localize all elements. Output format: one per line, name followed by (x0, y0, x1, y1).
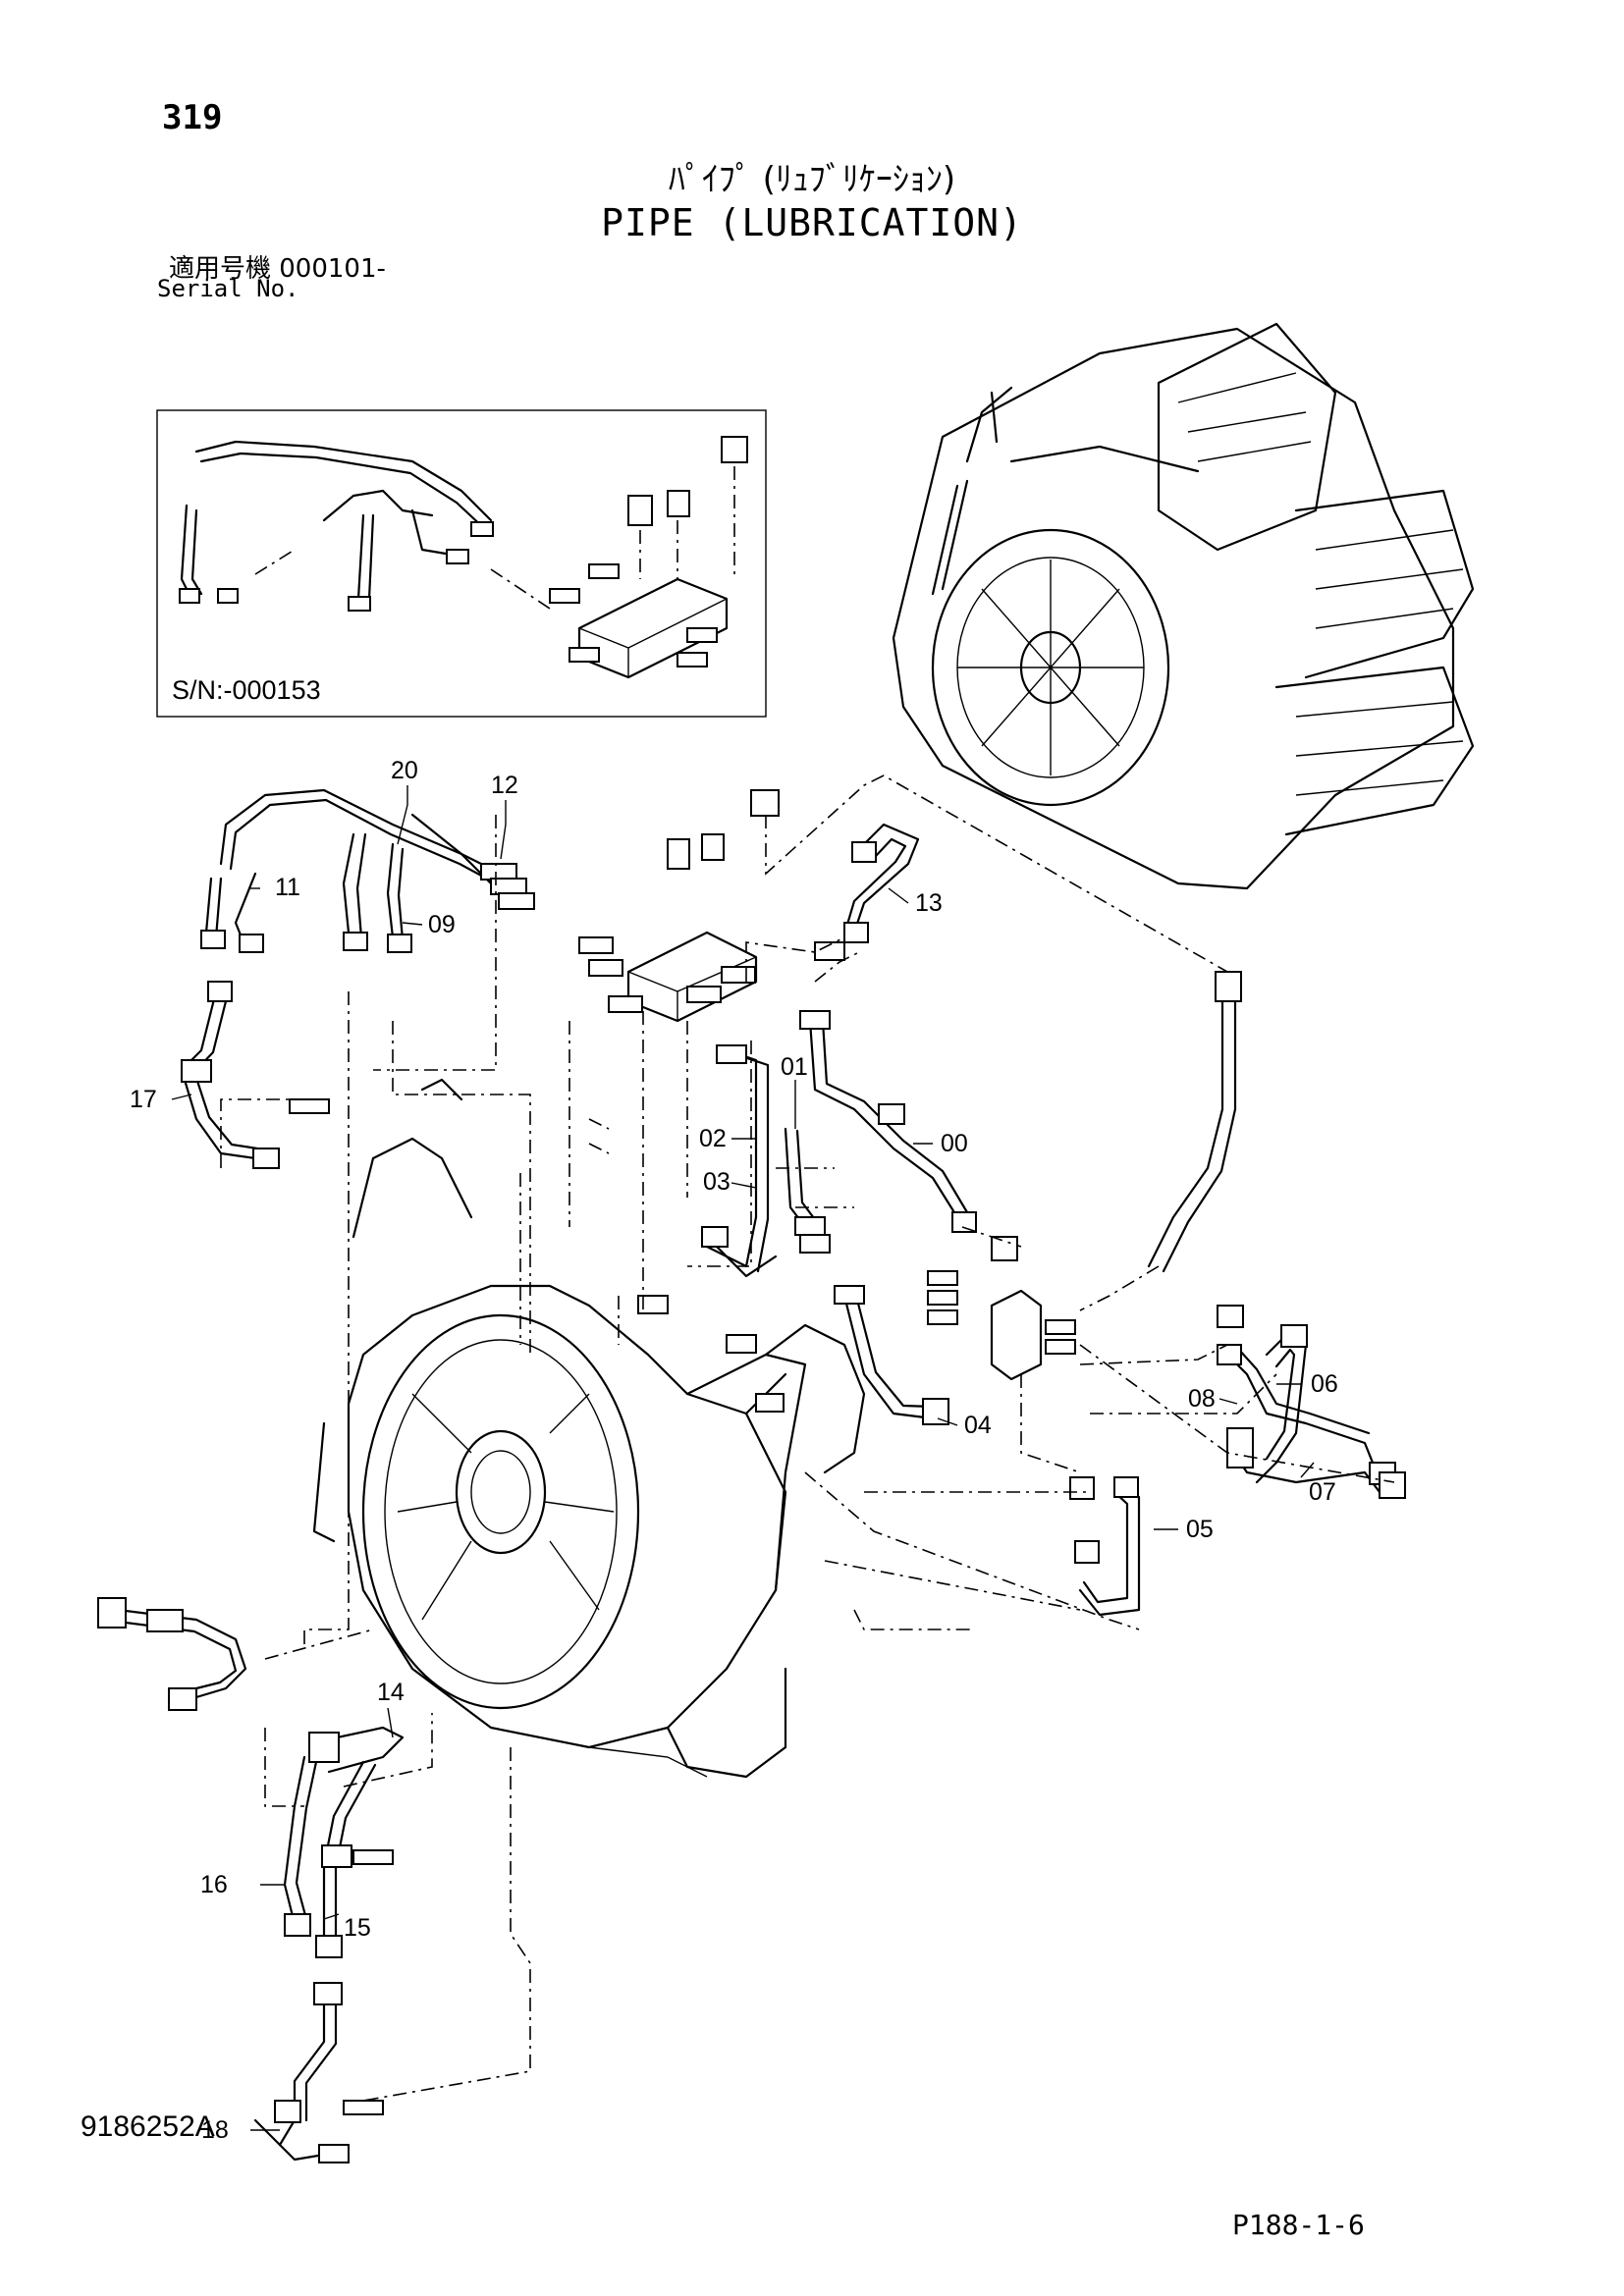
callout-03: 03 (703, 1168, 731, 1196)
callout-04: 04 (964, 1412, 992, 1439)
inset-diagram: S/N:-000153 (156, 409, 767, 718)
callout-13: 13 (915, 889, 943, 917)
pipe-assemblies (97, 788, 1406, 2163)
transmission-housing (312, 1078, 866, 1779)
callout-07: 07 (1309, 1478, 1336, 1506)
callout-12: 12 (491, 772, 518, 799)
callout-17: 17 (130, 1086, 157, 1113)
page-title: PIPE (LUBRICATION) (601, 201, 1023, 244)
callout-20: 20 (391, 757, 418, 784)
callout-14: 14 (377, 1679, 405, 1706)
inset-serial-label: S/N:-000153 (172, 675, 321, 705)
engine-pump-assembly (892, 322, 1475, 890)
callout-18: 18 (201, 2116, 229, 2144)
callout-01: 01 (781, 1053, 808, 1081)
callout-06: 06 (1311, 1370, 1338, 1398)
serial-range-label: 適用号機 000101- (169, 254, 386, 284)
callout-02: 02 (699, 1125, 727, 1152)
callout-09: 09 (428, 911, 456, 938)
callout-11: 11 (275, 874, 300, 901)
page-reference: P188-1-6 (1232, 2209, 1365, 2241)
serial-no-label: Serial No. (157, 275, 299, 302)
drawing-code: 9186252A (81, 2110, 215, 2143)
page-number: 319 (162, 98, 223, 137)
inset-frame (156, 409, 767, 718)
callout-16: 16 (200, 1871, 228, 1898)
callout-15: 15 (344, 1914, 371, 1942)
callout-05: 05 (1186, 1516, 1214, 1543)
callout-08: 08 (1188, 1385, 1216, 1413)
assembly-lines (220, 774, 1395, 2102)
callout-leaders (171, 785, 1315, 2131)
callout-numbers: 20 12 11 09 13 17 01 02 03 00 06 08 04 0… (130, 757, 1338, 2144)
page-title-japanese: ﾊﾟｲﾌﾟ (ﾘｭﾌﾞﾘｹｰｼｮﾝ) (668, 160, 956, 199)
callout-00: 00 (941, 1130, 968, 1157)
